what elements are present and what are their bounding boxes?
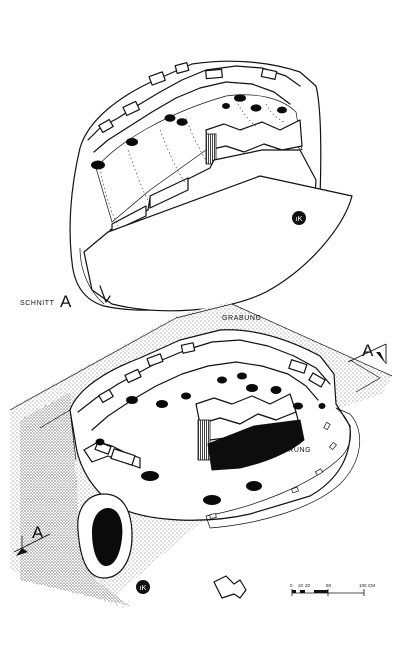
section-hatched-face xyxy=(205,133,217,165)
section-posthole-6 xyxy=(250,104,262,112)
wall-stone-2 xyxy=(146,353,164,367)
scale-bar: 0 10 20 50 100 CM xyxy=(290,583,375,596)
section-base-notch xyxy=(99,285,111,303)
posthole-4 xyxy=(181,392,191,400)
platform-ring xyxy=(205,407,361,529)
bench-stone-1 xyxy=(110,448,136,466)
wall-stone-1 xyxy=(124,368,142,384)
wall-stone-6 xyxy=(98,388,114,404)
excavation-stipple-dense-edge xyxy=(20,392,130,606)
arrow-left-letter: A xyxy=(32,523,44,542)
house-wall-crest xyxy=(77,339,331,413)
ring-slot-4 xyxy=(291,486,299,494)
ring-slot-5 xyxy=(209,513,217,519)
circled-ik-monogram-icon: ıK xyxy=(292,211,306,225)
posthole-8 xyxy=(270,386,282,394)
section-arrow-left: A xyxy=(13,523,51,556)
section-stone-3 xyxy=(174,61,190,75)
wall-stone-5 xyxy=(308,372,326,388)
section-posthole-1 xyxy=(91,160,105,170)
perspective-view: GRABUNG STÖRUNG A A ıK xyxy=(9,302,393,610)
step-hatched-face xyxy=(197,419,211,461)
disturbance-area xyxy=(207,419,305,471)
wall-stone-3 xyxy=(180,342,196,354)
disturbance-label: STÖRUNG xyxy=(272,446,311,454)
section-dash-1 xyxy=(99,167,119,227)
posthole-1 xyxy=(95,438,105,446)
posthole-2 xyxy=(126,396,138,404)
arch-opening xyxy=(92,508,123,566)
section-posthole-7 xyxy=(222,103,230,109)
section-arrow-right: A xyxy=(347,341,387,364)
section-stone-4 xyxy=(205,68,223,80)
section-posthole-4 xyxy=(176,118,188,126)
posthole-11 xyxy=(203,495,221,505)
posthole-13 xyxy=(318,403,326,409)
ring-slot-3 xyxy=(315,468,323,476)
scale-tick-20: 20 xyxy=(305,583,311,588)
section-view: ıK SCHNITT A xyxy=(20,60,353,312)
section-step-cut xyxy=(205,119,303,153)
posthole-9 xyxy=(293,402,303,410)
section-ledge-2 xyxy=(149,177,189,209)
section-stone-2 xyxy=(148,71,166,86)
scale-unit: CM xyxy=(368,583,375,588)
section-stone-1 xyxy=(122,100,141,117)
trench-top-edge xyxy=(9,303,393,411)
section-stone-6 xyxy=(98,118,114,134)
section-dash-3 xyxy=(159,129,187,185)
section-wall-inner-crest xyxy=(93,81,291,153)
section-posthole-8 xyxy=(277,106,287,114)
svg-text:ıK: ıK xyxy=(295,214,302,223)
section-dash-6 xyxy=(265,103,285,123)
scale-tick-10: 10 xyxy=(298,583,304,588)
wall-stone-4 xyxy=(288,359,308,374)
posthole-3 xyxy=(156,400,168,408)
posthole-7 xyxy=(246,384,258,392)
section-posthole-5 xyxy=(234,94,246,102)
posthole-6 xyxy=(237,372,247,380)
section-base-curve xyxy=(79,247,105,305)
trench-right-edge xyxy=(349,359,381,393)
arrow-right-letter: A xyxy=(362,341,374,360)
section-posthole-3 xyxy=(164,114,176,122)
section-title-label: SCHNITT xyxy=(20,300,55,307)
section-ledge xyxy=(111,205,147,233)
section-ground-plane xyxy=(83,175,353,312)
posthole-5 xyxy=(217,376,227,384)
section-posthole-2 xyxy=(126,138,138,146)
house-wall-inner xyxy=(91,361,319,431)
ring-slot-1 xyxy=(323,422,331,430)
north-arrow-icon xyxy=(213,575,247,599)
ring-slot-2 xyxy=(329,442,337,450)
excavation-label: GRABUNG xyxy=(222,315,262,322)
scale-tick-50: 50 xyxy=(326,583,332,588)
scale-tick-0: 0 xyxy=(290,583,293,588)
section-stone-5 xyxy=(260,68,278,80)
section-dash-4 xyxy=(185,117,209,165)
scale-tick-100: 100 xyxy=(359,583,367,588)
circled-ik-monogram-icon-bottom: ıK xyxy=(136,580,150,594)
posthole-10 xyxy=(141,471,159,481)
svg-text:ıK: ıK xyxy=(139,583,146,592)
section-letter: A xyxy=(60,292,72,311)
posthole-12 xyxy=(246,481,262,491)
